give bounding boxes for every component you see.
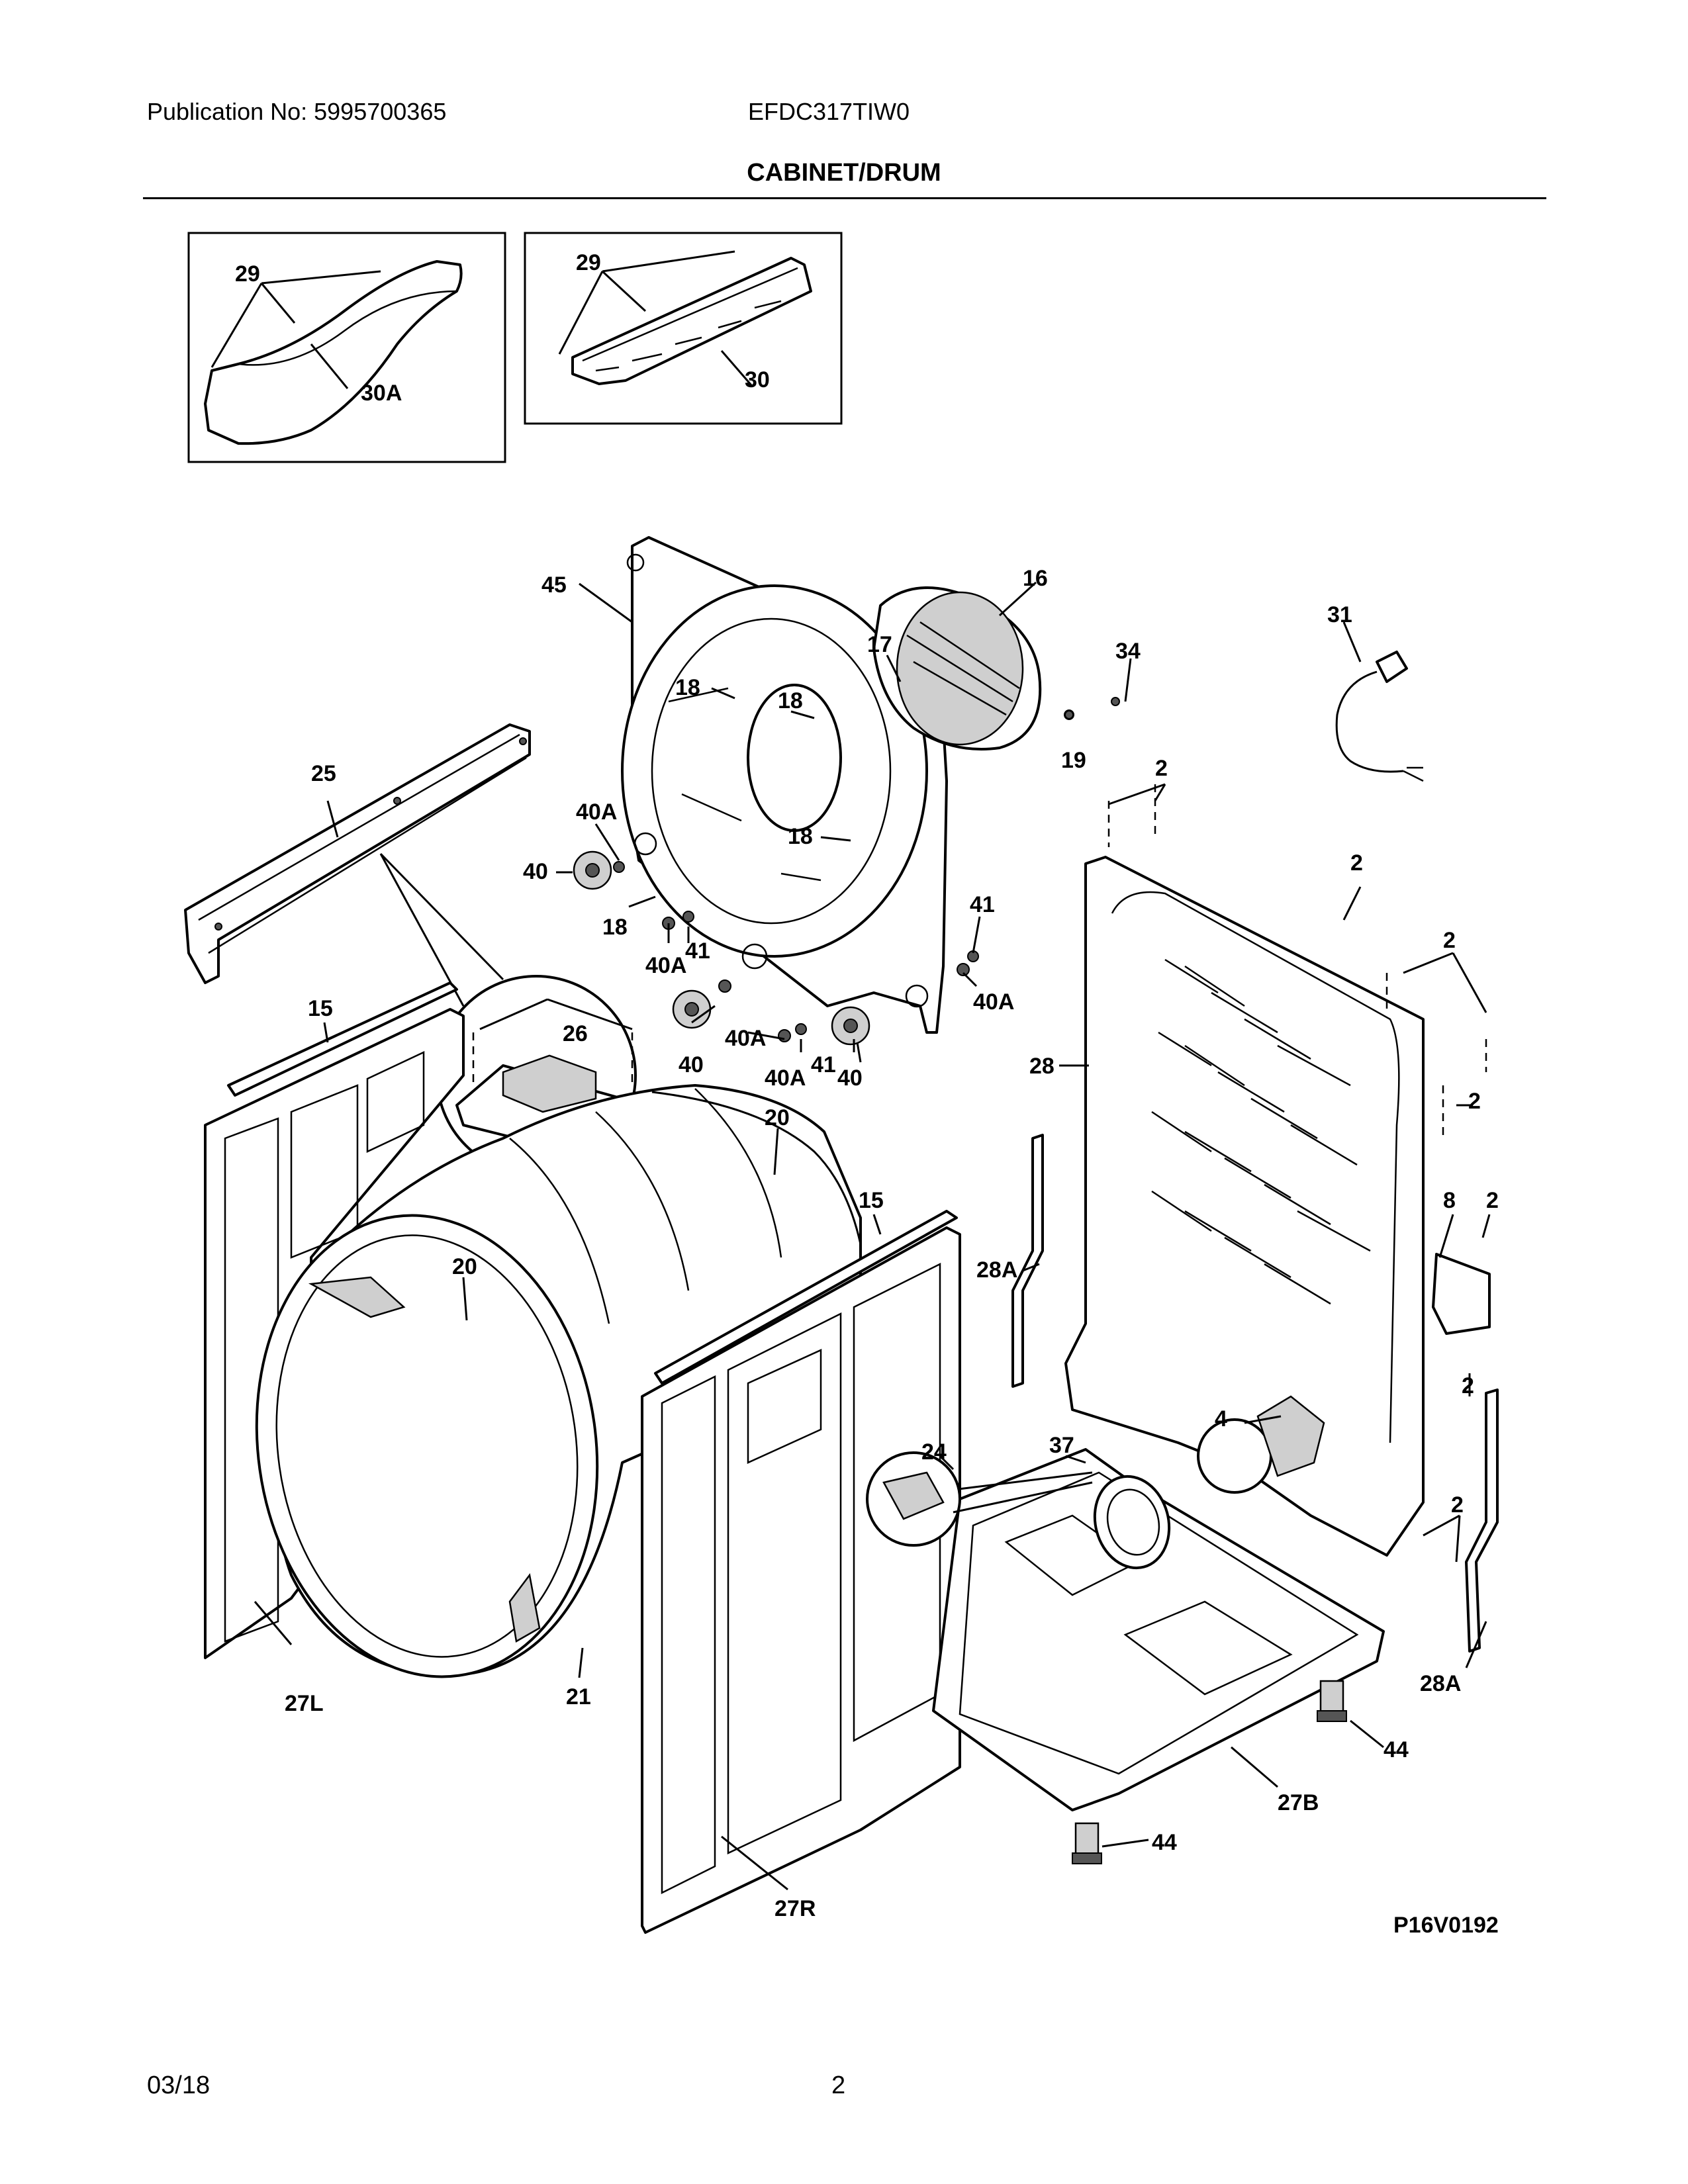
inset-box-30a xyxy=(187,232,506,463)
top-cover-30-part xyxy=(571,257,812,385)
callout-24: 24 xyxy=(921,1439,947,1465)
drum-21-part xyxy=(255,1084,862,1678)
callout-4: 4 xyxy=(1215,1406,1227,1432)
callout-28a: 28A xyxy=(1420,1671,1461,1696)
assembly-guide-lines xyxy=(1107,784,1487,1516)
drum-roller-40-upper xyxy=(573,850,612,890)
inset-box-30 xyxy=(524,232,843,425)
callout-20: 20 xyxy=(765,1105,790,1130)
front-strip-15-left xyxy=(227,981,458,1097)
callout-30: 30 xyxy=(745,367,770,392)
power-cord-31-part xyxy=(1335,651,1424,782)
callout-2: 2 xyxy=(1462,1373,1474,1398)
callout-28a: 28A xyxy=(976,1257,1017,1283)
callout-29: 29 xyxy=(576,250,601,275)
blower-housing-16-part xyxy=(872,586,1042,751)
callout-17: 17 xyxy=(867,632,892,657)
top-cover-30a-part xyxy=(204,260,463,445)
callout-2: 2 xyxy=(1468,1089,1481,1114)
callout-27r: 27R xyxy=(774,1896,816,1921)
callout-41: 41 xyxy=(811,1052,836,1077)
bracket-8-part xyxy=(1432,1253,1491,1335)
callout-15: 15 xyxy=(308,996,333,1021)
page-title: CABINET/DRUM xyxy=(747,159,941,187)
callout-27b: 27B xyxy=(1278,1790,1319,1815)
footer-date: 03/18 xyxy=(147,2071,211,2099)
callout-2: 2 xyxy=(1155,756,1168,781)
callout-25: 25 xyxy=(311,761,336,786)
callout-2: 2 xyxy=(1451,1492,1464,1518)
callout-15: 15 xyxy=(859,1188,884,1213)
callout-8: 8 xyxy=(1443,1188,1456,1213)
callout-29: 29 xyxy=(235,261,260,287)
rear-panel-28-part xyxy=(1064,856,1425,1557)
callout-28: 28 xyxy=(1029,1054,1055,1079)
callout-45: 45 xyxy=(541,572,567,598)
leveling-leg-44-upper xyxy=(1317,1680,1347,1722)
callout-2: 2 xyxy=(1350,850,1363,876)
callout-18: 18 xyxy=(778,688,803,713)
callout-30a: 30A xyxy=(361,381,402,406)
callout-27l: 27L xyxy=(285,1691,324,1716)
vent-louvers xyxy=(1151,958,1371,1305)
model-number: EFDC317TIW0 xyxy=(748,98,910,125)
header-divider xyxy=(143,197,1546,199)
callout-18: 18 xyxy=(602,915,628,940)
callout-labels: 29 30A 29 30 45 16 17 34 19 31 18 18 18 … xyxy=(235,250,1499,1921)
publication-number: Publication No: 5995700365 xyxy=(147,98,447,125)
callout-18: 18 xyxy=(788,824,813,849)
callout-16: 16 xyxy=(1023,566,1048,591)
callout-2: 2 xyxy=(1486,1188,1499,1213)
callout-40a: 40A xyxy=(973,989,1014,1015)
drum-roller-40-lower xyxy=(831,1006,870,1046)
rear-strip-28a-left xyxy=(1011,1134,1044,1388)
callout-40a: 40A xyxy=(765,1066,806,1091)
callout-37: 37 xyxy=(1049,1433,1074,1458)
diagram-code: P16V0192 xyxy=(1393,1913,1499,1938)
callout-40: 40 xyxy=(679,1052,704,1077)
callout-34: 34 xyxy=(1115,639,1141,664)
callout-44: 44 xyxy=(1152,1830,1177,1855)
callout-26: 26 xyxy=(563,1021,588,1046)
rear-bulkhead-45-part xyxy=(621,536,948,1034)
page-number: 2 xyxy=(831,2071,846,2099)
leveling-leg-44-lower xyxy=(1072,1822,1102,1864)
top-panel-25-part xyxy=(184,723,531,984)
rear-strip-28a-right xyxy=(1465,1388,1499,1653)
callout-20: 20 xyxy=(452,1254,477,1279)
callout-44: 44 xyxy=(1383,1737,1409,1762)
callout-40a: 40A xyxy=(725,1026,766,1051)
callout-40a: 40A xyxy=(645,953,686,978)
front-strip-15-right xyxy=(654,1210,958,1385)
callout-18: 18 xyxy=(675,675,700,700)
callout-41: 41 xyxy=(970,892,995,917)
callout-2: 2 xyxy=(1443,928,1456,953)
callout-31: 31 xyxy=(1327,602,1352,627)
exhaust-duct-37-part xyxy=(1093,1475,1171,1570)
leader-lines xyxy=(211,250,1491,1891)
callout-19: 19 xyxy=(1061,748,1086,773)
bracket-24-zoom xyxy=(866,1451,1093,1547)
callout-40: 40 xyxy=(523,859,548,884)
callout-40: 40 xyxy=(837,1066,863,1091)
callout-41: 41 xyxy=(685,938,710,964)
callout-40a: 40A xyxy=(576,799,617,825)
callout-21: 21 xyxy=(566,1684,591,1709)
